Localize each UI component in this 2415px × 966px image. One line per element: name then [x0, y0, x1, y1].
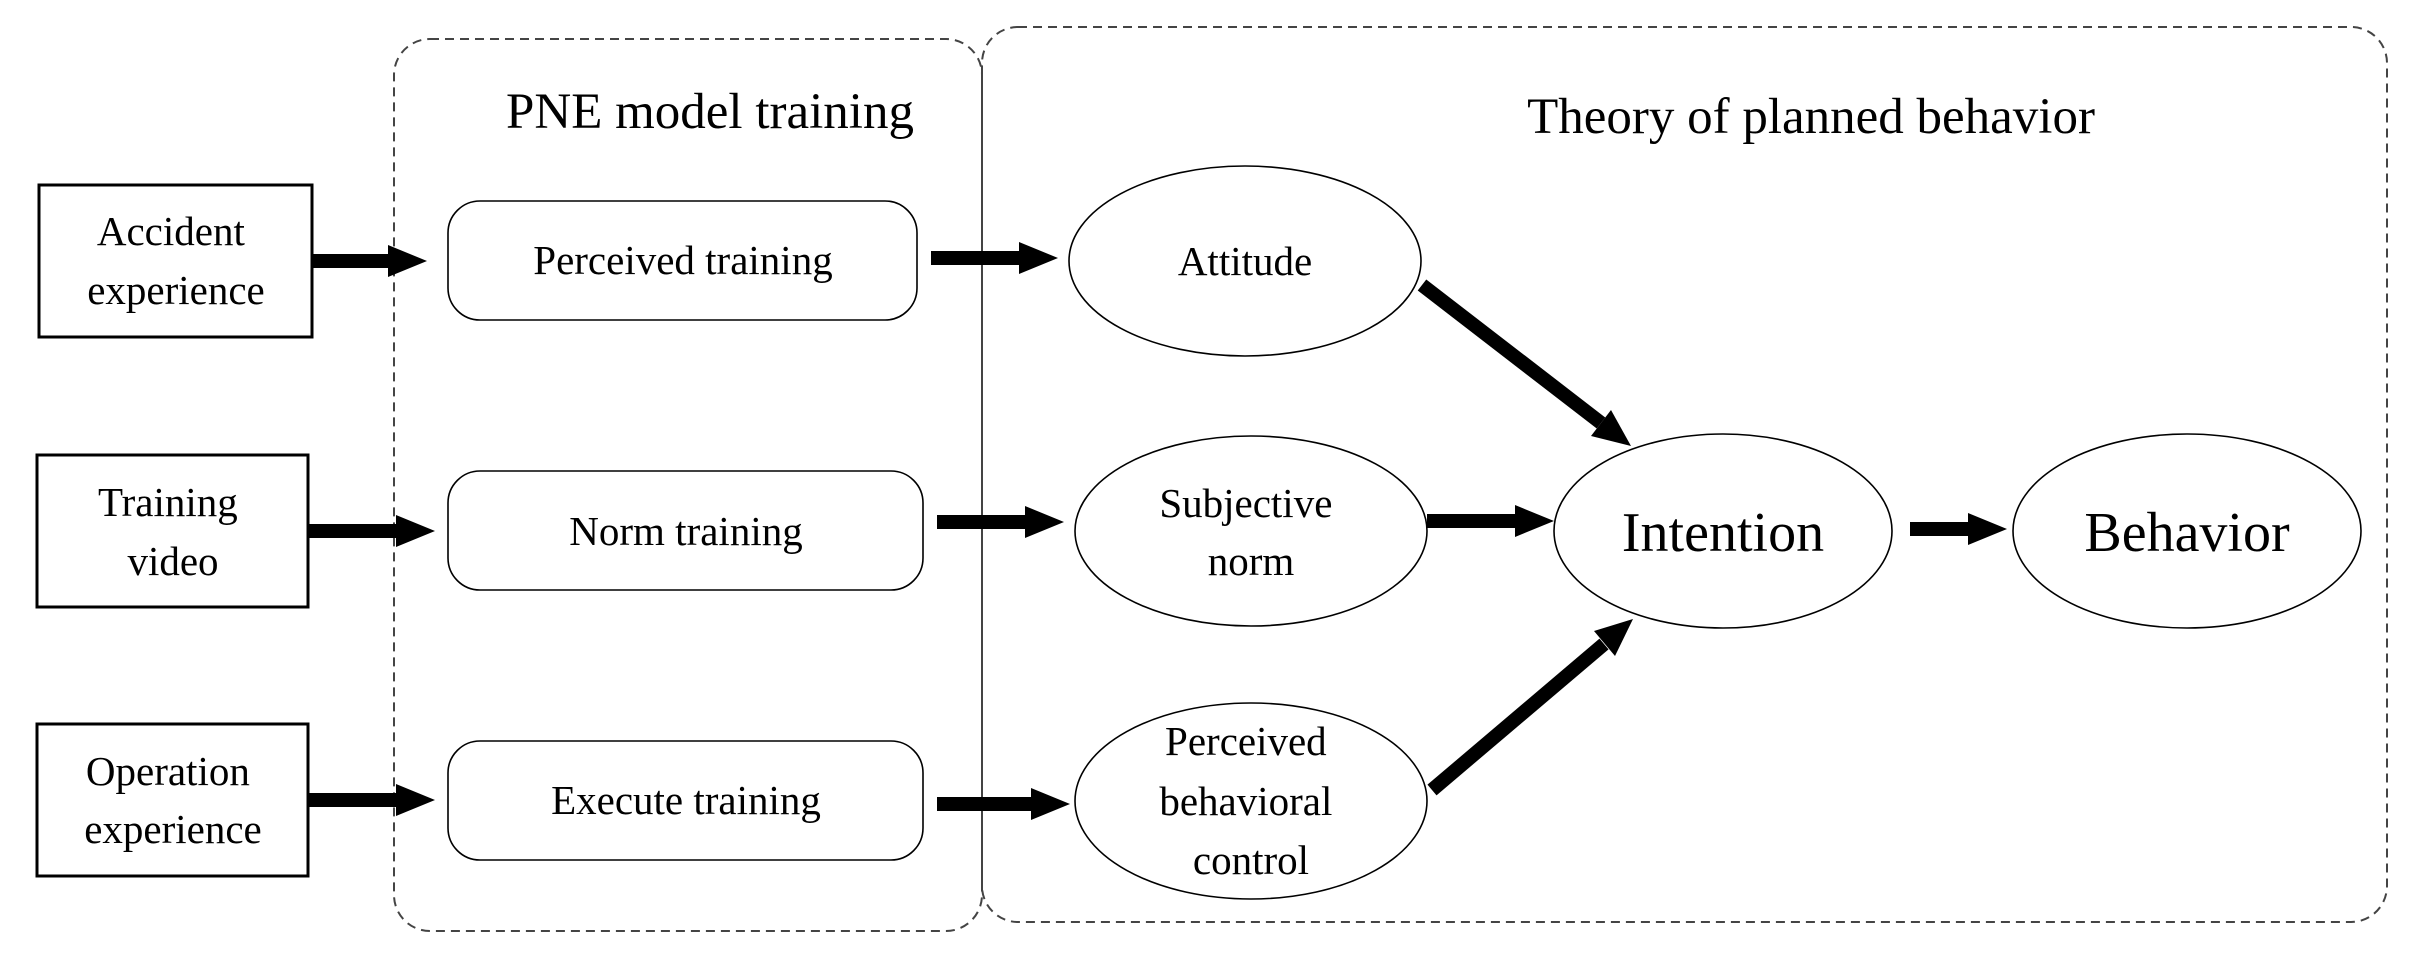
construct-attitude-line-1: Attitude	[1178, 238, 1312, 284]
arrow-pbc-to-intention	[1427, 619, 1633, 796]
svg-text:Operation experience: Operation experience	[84, 748, 262, 852]
construct-attitude: Attitude	[1068, 165, 1422, 357]
arrow-subjective-norm-to-intention	[1427, 505, 1554, 537]
arrow-video-to-norm	[309, 515, 435, 547]
source-operation-line-1: Operation	[86, 748, 250, 794]
outcome-intention: Intention	[1553, 433, 1893, 629]
training-execute: Execute training	[447, 740, 924, 861]
source-operation-line-2: experience	[84, 806, 262, 852]
svg-text:Perceived behavioral: Perceived behavioral control	[1159, 718, 1342, 883]
svg-text:Training video: Training video	[98, 479, 248, 584]
arrow-intention-to-behavior	[1910, 513, 2007, 545]
arrow-execute-to-pbc	[937, 788, 1070, 820]
arrow-attitude-to-intention	[1417, 279, 1631, 446]
source-accident-line-2: experience	[87, 267, 265, 313]
arrow-norm-to-subjective-norm	[937, 506, 1064, 538]
source-accident-experience: Accident experience	[37, 183, 314, 339]
construct-perceived-behavioral-control: Perceived behavioral control	[1074, 702, 1428, 900]
tpb-group-title: Theory of planned behavior	[1527, 89, 2095, 145]
svg-text:Norm training: Norm training	[569, 508, 802, 554]
construct-pbc-line-3: control	[1193, 837, 1309, 883]
pne-group-box	[393, 38, 983, 932]
construct-pbc-line-2: behavioral	[1159, 778, 1332, 824]
training-norm: Norm training	[447, 470, 924, 591]
svg-text:Behavior: Behavior	[2084, 502, 2290, 564]
construct-pbc-line-1: Perceived	[1165, 718, 1327, 764]
source-video-line-1: Training	[98, 479, 238, 525]
arrow-operation-to-execute	[309, 784, 435, 816]
pne-group-title: PNE model training	[506, 84, 914, 140]
tpb-group-box	[981, 26, 2388, 923]
construct-subjective-norm-line-1: Subjective	[1159, 480, 1332, 526]
arrow-accident-to-perceived	[313, 245, 427, 277]
source-operation-experience: Operation experience	[35, 722, 310, 878]
training-perceived: Perceived training	[447, 200, 918, 321]
svg-text:Intention: Intention	[1622, 502, 1824, 564]
svg-text:Perceived training: Perceived training	[533, 237, 832, 283]
svg-text:Execute training: Execute training	[551, 777, 821, 823]
svg-text:Subjective norm: Subjective norm	[1159, 480, 1342, 584]
source-training-video: Training video	[35, 453, 310, 609]
svg-text:Accident experience: Accident experience	[87, 208, 265, 313]
outcome-behavior: Behavior	[2012, 433, 2362, 629]
arrow-perceived-to-attitude	[931, 242, 1058, 274]
construct-subjective-norm: Subjective norm	[1074, 435, 1428, 627]
construct-subjective-norm-line-2: norm	[1208, 538, 1295, 584]
source-video-line-2: video	[127, 538, 218, 584]
source-accident-line-1: Accident	[97, 208, 246, 254]
svg-text:Attitude: Attitude	[1178, 238, 1312, 284]
